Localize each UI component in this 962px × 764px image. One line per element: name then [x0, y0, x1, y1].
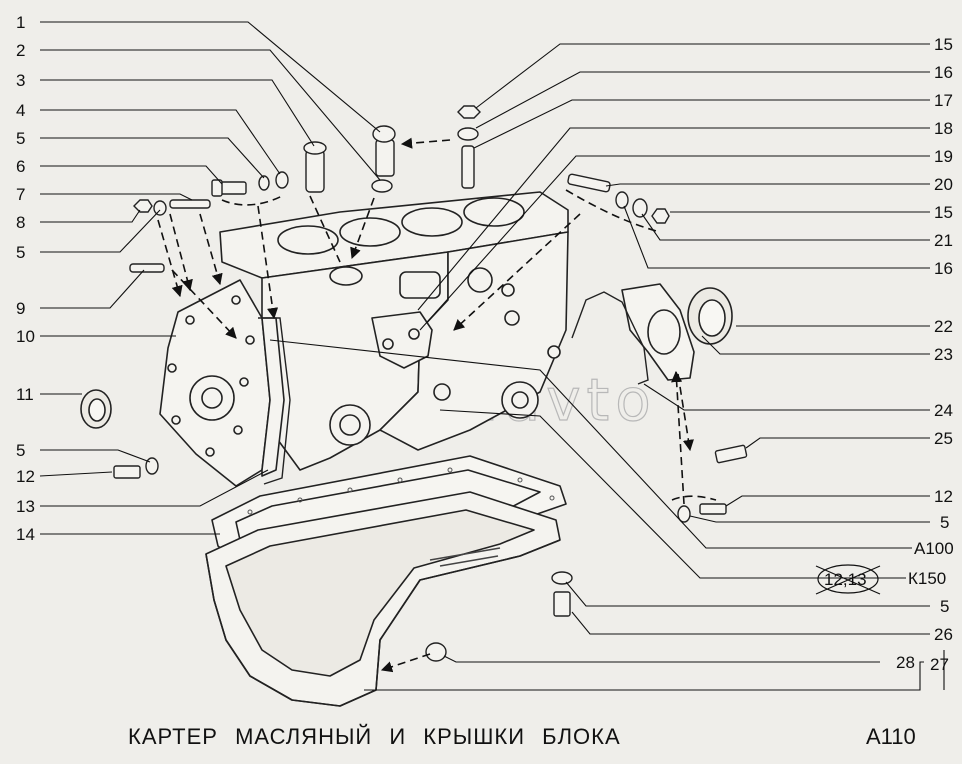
fasteners — [113, 105, 748, 662]
callout-11: 11 — [16, 385, 34, 404]
front-cover — [159, 279, 285, 487]
assembly-dashed-lines — [157, 137, 717, 673]
callout-3: 3 — [16, 71, 25, 90]
right-callouts: 15 16 17 18 19 20 15 21 16 22 23 24 25 1… — [896, 35, 954, 674]
callout-16-b: 16 — [934, 259, 953, 278]
engine-block — [219, 191, 569, 471]
rear-seal-gasket — [571, 291, 649, 385]
callout-19: 19 — [934, 147, 953, 166]
callout-5-right: 5 — [940, 513, 949, 532]
callout-5-a: 5 — [16, 129, 25, 148]
callout-5-b: 5 — [16, 243, 25, 262]
callout-5-drain: 5 — [940, 597, 949, 616]
callout-27: 27 — [930, 655, 949, 674]
callout-25: 25 — [934, 429, 953, 448]
callout-4: 4 — [16, 101, 25, 120]
callout-6: 6 — [16, 157, 25, 176]
callout-k150: К150 — [908, 569, 946, 588]
callout-23: 23 — [934, 345, 953, 364]
callout-14: 14 — [16, 525, 35, 544]
callout-12-right: 12 — [934, 487, 953, 506]
front-oil-seal — [80, 389, 112, 429]
crossed-callout-12-13: 12,13 — [815, 564, 881, 595]
callout-17: 17 — [934, 91, 953, 110]
callout-1: 1 — [16, 13, 25, 32]
callout-15-b: 15 — [934, 203, 953, 222]
leader-lines — [39, 21, 945, 691]
callout-10: 10 — [16, 327, 35, 346]
callout-24: 24 — [934, 401, 953, 420]
callout-21: 21 — [934, 231, 953, 250]
callout-a100: А100 — [914, 539, 954, 558]
callout-7: 7 — [16, 185, 25, 204]
callout-18: 18 — [934, 119, 953, 138]
callout-22: 22 — [934, 317, 953, 336]
callout-26: 26 — [934, 625, 953, 644]
diagram-code: А110 — [866, 724, 916, 749]
callout-9: 9 — [16, 299, 25, 318]
left-callouts: 1 2 3 4 5 6 7 8 5 9 10 11 5 12 13 14 — [16, 13, 35, 544]
callout-5-c: 5 — [16, 441, 25, 460]
rear-seal-holder — [621, 283, 695, 381]
callout-12: 12 — [16, 467, 35, 486]
callout-28: 28 — [896, 653, 915, 672]
callout-13: 13 — [16, 497, 35, 516]
callout-8: 8 — [16, 213, 25, 232]
rear-crankshaft-oil-seal — [687, 287, 733, 345]
callout-15-a: 15 — [934, 35, 953, 54]
oil-pan — [205, 491, 561, 707]
callout-16-a: 16 — [934, 63, 953, 82]
diagram-title: КАРТЕР МАСЛЯНЫЙ И КРЫШКИ БЛОКА — [128, 724, 621, 749]
callout-20: 20 — [934, 175, 953, 194]
callout-2: 2 — [16, 41, 25, 60]
